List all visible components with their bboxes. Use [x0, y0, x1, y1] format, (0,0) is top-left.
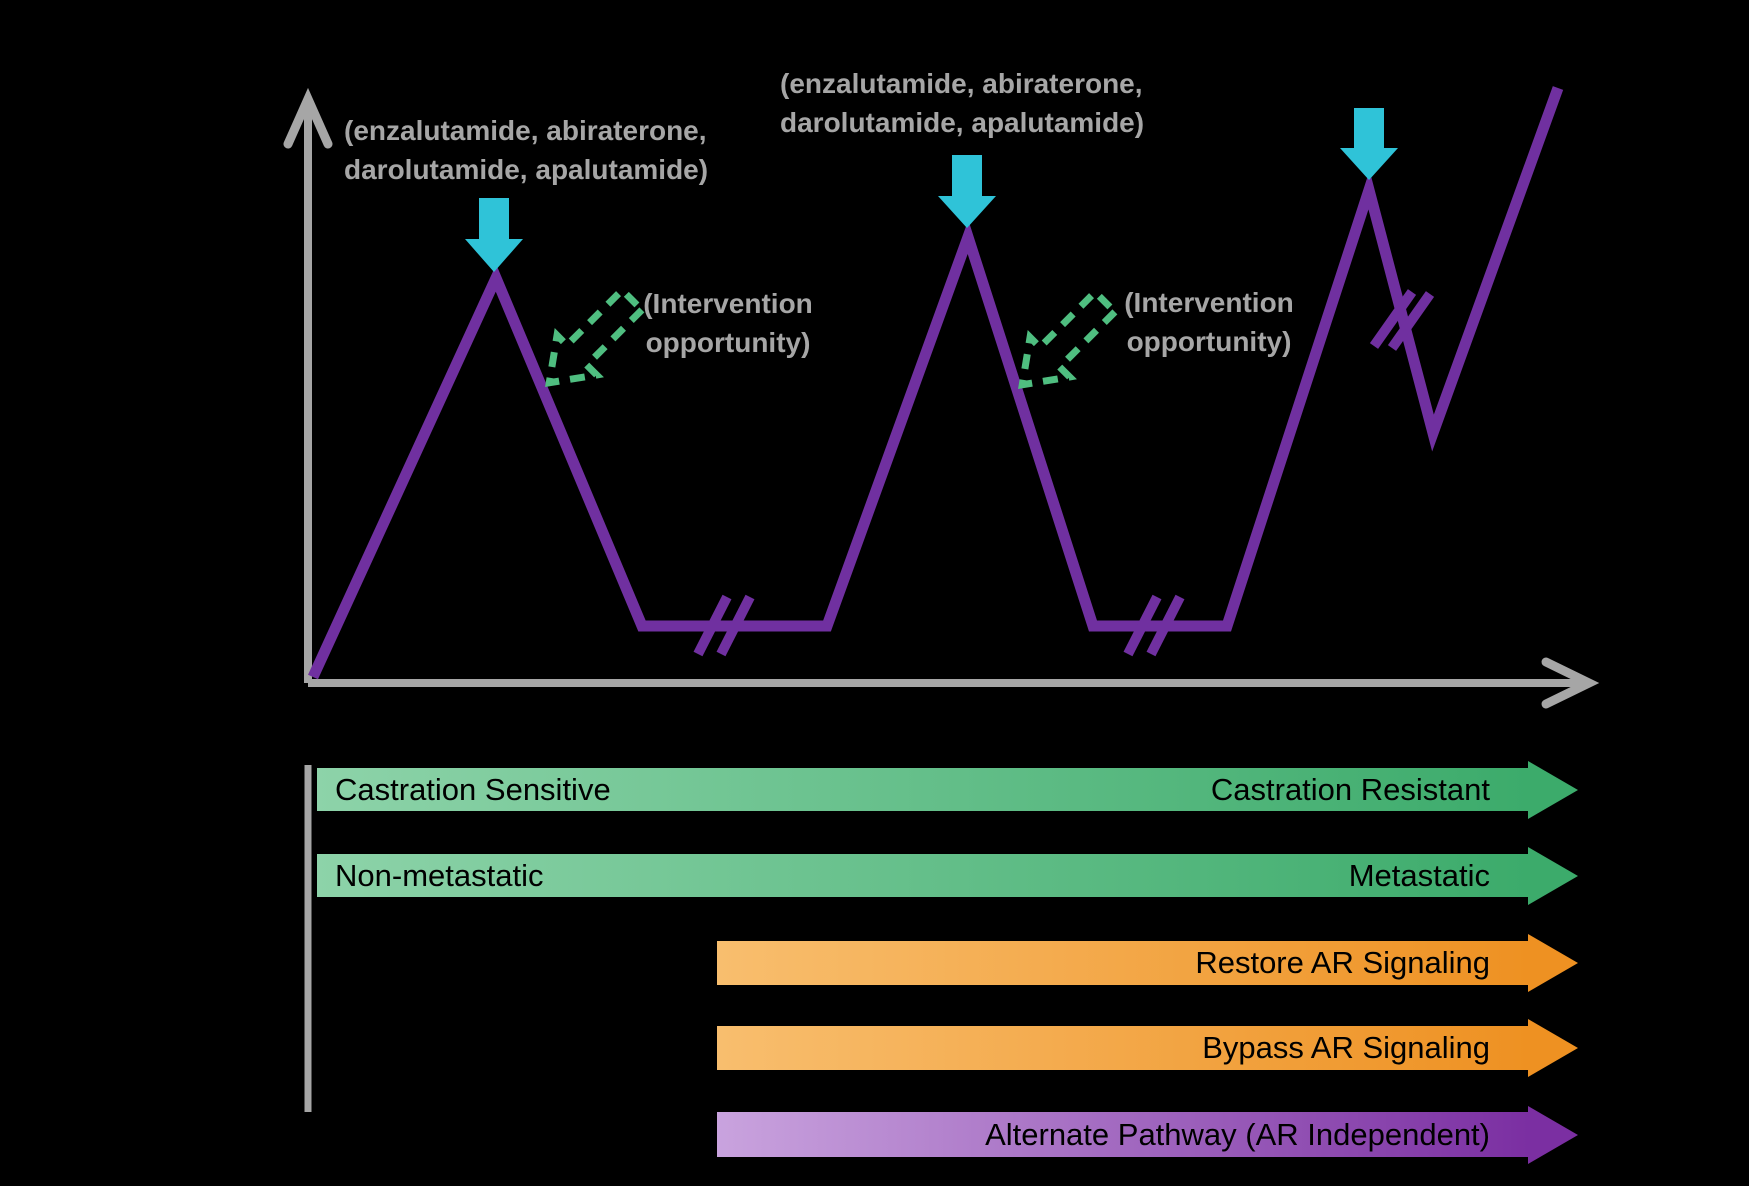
drug-list-annotation-1: (enzalutamide, abiraterone, darolutamide…	[344, 111, 708, 189]
bar-arrowhead-icon	[1528, 846, 1578, 905]
bar-arrowhead-icon	[1528, 760, 1578, 819]
intervention-dashed-arrow-icon-2	[1018, 287, 1120, 389]
drug-list-annotation-2-line2: darolutamide, apalutamide)	[780, 107, 1145, 138]
bar-arrowhead-icon	[1528, 934, 1578, 992]
bar-metastatic-status: Non-metastatic Metastatic	[317, 846, 1578, 905]
bar-castration-left-label: Castration Sensitive	[335, 771, 611, 807]
intervention-dashed-arrow-icon-1	[545, 285, 647, 387]
axis-break-icon	[1387, 291, 1435, 351]
axis-break-icon	[1146, 594, 1185, 657]
drug-list-annotation-1-line1: (enzalutamide, abiraterone,	[344, 115, 707, 146]
treatment-down-arrow-icon-2	[938, 155, 996, 228]
bar-castration-right-label: Castration Resistant	[1210, 771, 1490, 807]
drug-list-annotation-1-line2: darolutamide, apalutamide)	[344, 154, 709, 185]
bar-arrowhead-icon	[1528, 1105, 1578, 1164]
treatment-down-arrow-icon-3	[1340, 108, 1398, 180]
bar-bypass-ar-signaling: Bypass AR Signaling	[717, 1019, 1578, 1077]
axis-break-icon	[1123, 594, 1162, 657]
bar-metastatic-right-label: Metastatic	[1348, 857, 1490, 893]
x-axis-arrowhead-icon	[1541, 657, 1600, 709]
drug-list-annotation-2-line1: (enzalutamide, abiraterone,	[780, 68, 1143, 99]
axis-break-icon	[1369, 289, 1417, 349]
y-axis-arrowhead-icon	[283, 87, 333, 149]
treatment-down-arrow-icon-1	[465, 198, 523, 272]
drug-list-annotation-2: (enzalutamide, abiraterone, darolutamide…	[780, 64, 1144, 142]
intervention-annotation-1-line2: opportunity)	[645, 327, 811, 358]
bar-metastatic-left-label: Non-metastatic	[335, 857, 544, 893]
bar-arrowhead-icon	[1528, 1019, 1578, 1077]
axis-break-icon	[693, 594, 732, 657]
bar-restore-ar-label: Restore AR Signaling	[1195, 945, 1490, 980]
bar-restore-ar-signaling: Restore AR Signaling	[717, 934, 1578, 992]
intervention-annotation-2-line2: opportunity)	[1126, 326, 1292, 357]
intervention-annotation-1: (Intervention opportunity)	[565, 284, 891, 362]
bar-alternate-pathway: Alternate Pathway (AR Independent)	[717, 1105, 1578, 1164]
bar-bypass-ar-label: Bypass AR Signaling	[1202, 1030, 1490, 1065]
intervention-annotation-1-line1: (Intervention	[643, 288, 813, 319]
intervention-annotation-2: (Intervention opportunity)	[1046, 283, 1372, 361]
bar-alternate-pathway-label: Alternate Pathway (AR Independent)	[985, 1116, 1490, 1152]
intervention-annotation-2-line1: (Intervention	[1124, 287, 1294, 318]
bar-castration-status: Castration Sensitive Castration Resistan…	[317, 760, 1578, 819]
axis-break-icon	[716, 594, 755, 657]
